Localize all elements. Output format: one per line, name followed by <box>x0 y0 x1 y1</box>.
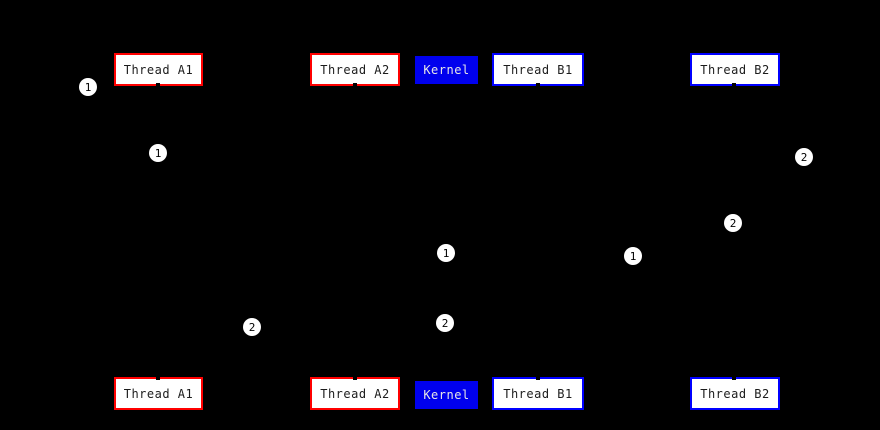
activation-notch-bottom-thread-a2 <box>353 373 357 380</box>
participant-label: Thread B1 <box>503 386 573 401</box>
step-badge: 1 <box>437 244 455 262</box>
participant-box-bottom-kernel: Kernel <box>415 381 478 409</box>
participant-box-bottom-thread-a2: Thread A2 <box>310 377 400 410</box>
step-badge: 2 <box>243 318 261 336</box>
participant-label: Kernel <box>423 388 470 402</box>
participant-box-bottom-thread-b2: Thread B2 <box>690 377 780 410</box>
step-badge: 1 <box>149 144 167 162</box>
participant-label: Thread A1 <box>123 62 194 77</box>
participant-label: Thread B2 <box>700 386 770 401</box>
activation-notch-bottom-thread-b1 <box>536 373 540 380</box>
activation-notch-top-thread-b1 <box>536 83 540 90</box>
participant-box-top-thread-b2: Thread B2 <box>690 53 780 86</box>
step-badge: 2 <box>795 148 813 166</box>
participant-label: Thread A2 <box>320 62 390 77</box>
participant-label: Thread B2 <box>700 62 770 77</box>
activation-notch-top-thread-a2 <box>353 83 357 90</box>
participant-box-bottom-thread-b1: Thread B1 <box>492 377 584 410</box>
step-badge: 1 <box>79 78 97 96</box>
participant-label: Kernel <box>423 63 470 77</box>
activation-notch-top-thread-a1 <box>156 83 160 90</box>
participant-box-top-thread-a2: Thread A2 <box>310 53 400 86</box>
step-badge: 1 <box>624 247 642 265</box>
step-badge: 2 <box>724 214 742 232</box>
participant-label: Thread A1 <box>123 386 194 401</box>
participant-box-top-thread-a1: Thread A1 <box>114 53 203 86</box>
participant-label: Thread B1 <box>503 62 573 77</box>
participant-box-top-kernel: Kernel <box>415 56 478 84</box>
participant-box-top-thread-b1: Thread B1 <box>492 53 584 86</box>
activation-notch-top-thread-b2 <box>732 83 736 90</box>
activation-notch-bottom-thread-a1 <box>156 373 160 380</box>
activation-notch-bottom-thread-b2 <box>732 373 736 380</box>
participant-box-bottom-thread-a1: Thread A1 <box>114 377 203 410</box>
step-badge: 2 <box>436 314 454 332</box>
participant-label: Thread A2 <box>320 386 390 401</box>
